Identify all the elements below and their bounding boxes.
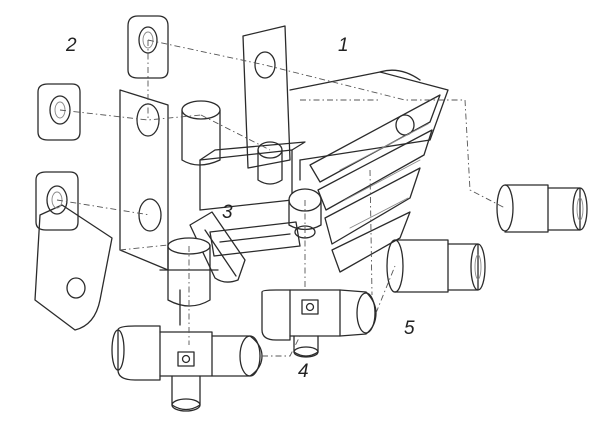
callout-5: 5 bbox=[404, 318, 415, 339]
left-bushings bbox=[35, 83, 81, 231]
callout-4: 4 bbox=[298, 361, 309, 382]
hex-fittings bbox=[159, 100, 283, 326]
bracket-part-1 bbox=[242, 25, 449, 181]
connectors-part-5 bbox=[386, 184, 588, 293]
valve-block-part-3 bbox=[189, 141, 322, 283]
assembly-center-lines bbox=[56, 39, 506, 357]
callout-1: 1 bbox=[338, 35, 349, 56]
callout-3: 3 bbox=[222, 202, 233, 223]
tee-fitting-part-4 bbox=[111, 289, 377, 412]
logo-wing-chevrons bbox=[309, 94, 441, 273]
callout-2: 2 bbox=[66, 35, 77, 56]
